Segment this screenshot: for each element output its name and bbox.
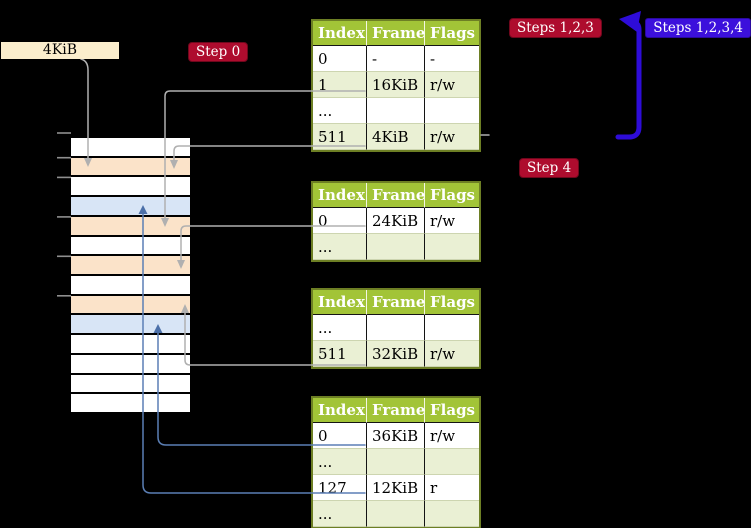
table-cell: r/w xyxy=(425,124,479,150)
table-cell: ... xyxy=(313,234,367,260)
memory-row-page-table-24kib xyxy=(71,256,190,275)
table-cell: 1 xyxy=(313,72,367,98)
table-cell: 127 xyxy=(313,475,367,501)
table-row: ... xyxy=(313,234,479,260)
memory-row-free xyxy=(71,374,190,393)
table-cell: ... xyxy=(313,501,367,527)
memory-row-free xyxy=(71,236,190,255)
table-cell: r/w xyxy=(425,208,479,234)
memory-row-mapped-36kib xyxy=(71,315,190,334)
column-header-frame: Frame xyxy=(367,21,425,46)
badge-steps-1-2-3-4: Steps 1,2,3,4 xyxy=(645,18,751,38)
table-cell: 24KiB xyxy=(367,208,425,234)
table-cell xyxy=(425,234,479,260)
column-header-frame: Frame xyxy=(367,183,425,208)
column-header-flags: Flags xyxy=(425,21,479,46)
table-row: ... xyxy=(313,98,479,124)
table-cell: r/w xyxy=(425,341,479,367)
memory-row-mapped-12kib xyxy=(71,197,190,215)
table-cell xyxy=(425,449,479,475)
table-cell xyxy=(425,315,479,341)
badge-step-4: Step 4 xyxy=(519,158,580,178)
physical-memory-stack xyxy=(71,138,190,414)
table-cell xyxy=(367,234,425,260)
table-row: ... xyxy=(313,449,479,475)
table-cell xyxy=(367,98,425,124)
column-header-frame: Frame xyxy=(367,290,425,315)
table-cell xyxy=(425,98,479,124)
badge-steps-1-2-3: Steps 1,2,3 xyxy=(509,18,602,38)
table-cell: r/w xyxy=(425,72,479,98)
column-header-index: Index xyxy=(313,398,367,423)
table-cell: - xyxy=(425,46,479,72)
table-row: ... xyxy=(313,315,479,341)
table-cell: 36KiB xyxy=(367,423,425,449)
memory-row-page-table-4kib xyxy=(71,157,190,176)
table-cell: - xyxy=(367,46,425,72)
memory-row-free xyxy=(71,138,190,156)
table-cell: 0 xyxy=(313,423,367,449)
memory-row-free xyxy=(71,394,190,413)
column-header-flags: Flags xyxy=(425,183,479,208)
column-header-index: Index xyxy=(313,290,367,315)
column-header-flags: Flags xyxy=(425,398,479,423)
column-header-index: Index xyxy=(313,183,367,208)
table-cell: r xyxy=(425,475,479,501)
memory-row-free xyxy=(71,335,190,353)
column-header-flags: Flags xyxy=(425,290,479,315)
memory-row-free xyxy=(71,276,190,294)
table-cell: 511 xyxy=(313,341,367,367)
table-cell: ... xyxy=(313,315,367,341)
frame-size-label: 4KiB xyxy=(1,42,119,59)
table-row: 0-- xyxy=(313,46,479,72)
table-cell: 4KiB xyxy=(367,124,425,150)
table-cell: r/w xyxy=(425,423,479,449)
memory-row-page-table-16kib xyxy=(71,216,190,235)
column-header-frame: Frame xyxy=(367,398,425,423)
table-cell: ... xyxy=(313,98,367,124)
column-header-index: Index xyxy=(313,21,367,46)
memory-address-ticks xyxy=(57,132,71,297)
memory-row-free xyxy=(71,177,190,196)
table-cell: 0 xyxy=(313,46,367,72)
table-cell xyxy=(367,449,425,475)
table-cell: 12KiB xyxy=(367,475,425,501)
table-cell: ... xyxy=(313,449,367,475)
badge-step-0: Step 0 xyxy=(188,42,249,62)
loop-arrowhead xyxy=(619,11,641,32)
table-cell: 511 xyxy=(313,124,367,150)
loop-arrow xyxy=(615,19,642,140)
table-cell xyxy=(425,501,479,527)
table-cell xyxy=(367,315,425,341)
table-row: ... xyxy=(313,501,479,527)
table-cell: 32KiB xyxy=(367,341,425,367)
table-cell xyxy=(367,501,425,527)
table-cell: 0 xyxy=(313,208,367,234)
table-cell: 16KiB xyxy=(367,72,425,98)
memory-row-page-table-32kib xyxy=(71,295,190,314)
memory-row-free xyxy=(71,354,190,373)
